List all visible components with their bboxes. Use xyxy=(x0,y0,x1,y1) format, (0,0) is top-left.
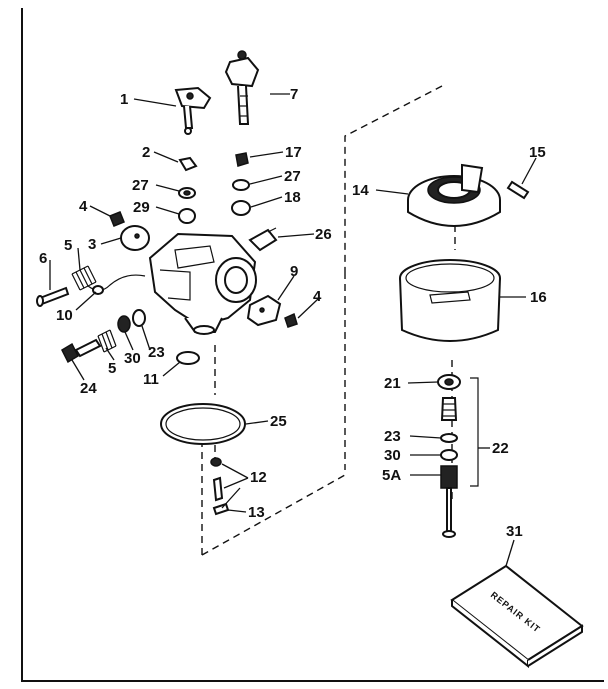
spring-part-5-lower xyxy=(97,329,117,353)
callout-22: 22 xyxy=(492,440,509,457)
seal-part-18 xyxy=(231,200,251,216)
plate-part-3 xyxy=(120,225,150,251)
oring-part-23-right xyxy=(440,433,458,443)
pin-part-12b xyxy=(212,476,224,502)
callout-6: 6 xyxy=(39,250,47,267)
disc-part-11 xyxy=(176,351,200,365)
needle-part-24 xyxy=(61,338,102,364)
callout-29: 29 xyxy=(133,199,150,216)
washer-part-27a-hole xyxy=(183,190,191,196)
callout-18: 18 xyxy=(284,189,301,206)
callout-23-right: 23 xyxy=(384,428,401,445)
idle-screw-part-6 xyxy=(36,286,70,307)
callout-14: 14 xyxy=(352,182,369,199)
choke-shaft-part xyxy=(224,50,260,125)
spring-part-5-upper xyxy=(71,265,97,291)
inlet-needle-part-22 xyxy=(440,397,458,421)
screw-part-2 xyxy=(178,156,198,172)
fitting-part-17 xyxy=(235,152,249,167)
seal-part-29 xyxy=(178,208,196,224)
callout-13: 13 xyxy=(248,504,265,521)
callout-30-left: 30 xyxy=(124,350,141,367)
callout-17: 17 xyxy=(285,144,302,161)
diagram-frame xyxy=(21,8,604,682)
washer-part-30-right xyxy=(440,449,458,461)
callout-9: 9 xyxy=(290,263,298,280)
hinge-pin-part-15 xyxy=(506,180,530,200)
callout-12: 12 xyxy=(250,469,267,486)
callout-7: 7 xyxy=(290,86,298,103)
pin-part-12a xyxy=(210,457,222,467)
carburetor-body xyxy=(148,232,257,335)
repair-kit-part-31: REPAIR KIT xyxy=(450,564,584,669)
bowl-gasket-inner xyxy=(165,407,241,441)
callout-27-right: 27 xyxy=(284,168,301,185)
callout-4-left: 4 xyxy=(79,198,88,215)
callout-5A: 5A xyxy=(382,467,401,484)
callout-1: 1 xyxy=(120,91,128,108)
float-bowl-part-16 xyxy=(399,259,501,342)
callout-25: 25 xyxy=(270,413,287,430)
callout-31: 31 xyxy=(506,523,523,540)
callout-23-left: 23 xyxy=(148,344,165,361)
bracket-part-22 xyxy=(470,377,479,487)
callout-27-left: 27 xyxy=(132,177,149,194)
callout-10: 10 xyxy=(56,307,73,324)
washer-part-27b xyxy=(232,179,250,191)
pin-part-13 xyxy=(212,502,230,516)
callout-5-lower: 5 xyxy=(108,360,116,377)
callout-5-upper: 5 xyxy=(64,237,72,254)
bowl-gasket-part-25 xyxy=(160,403,246,445)
screw-part-4-right xyxy=(284,312,298,328)
callout-4-right: 4 xyxy=(313,288,322,305)
callout-21: 21 xyxy=(384,375,401,392)
screw-part-4-left xyxy=(109,211,125,227)
fuel-fitting-nozzle xyxy=(267,227,277,233)
callout-11: 11 xyxy=(143,371,159,388)
callout-3: 3 xyxy=(88,236,96,253)
throttle-shaft-part xyxy=(174,86,212,135)
washer-part-30-lower xyxy=(117,315,131,333)
float-part-14 xyxy=(407,163,501,227)
oring-part-23-lower xyxy=(132,309,146,327)
assembly-outline-dashed xyxy=(201,85,443,556)
callout-16: 16 xyxy=(530,289,547,306)
callout-30-right: 30 xyxy=(384,447,401,464)
leader-lines xyxy=(49,93,537,567)
callout-15: 15 xyxy=(529,144,546,161)
spring-part-5A xyxy=(440,465,458,538)
callout-26: 26 xyxy=(315,226,332,243)
callout-labels: 1 7 2 17 27 27 18 4 29 26 3 5 6 9 4 10 2… xyxy=(39,86,547,540)
fuel-fitting-part-26 xyxy=(248,228,278,252)
callout-2: 2 xyxy=(142,144,150,161)
callout-24: 24 xyxy=(80,380,97,397)
